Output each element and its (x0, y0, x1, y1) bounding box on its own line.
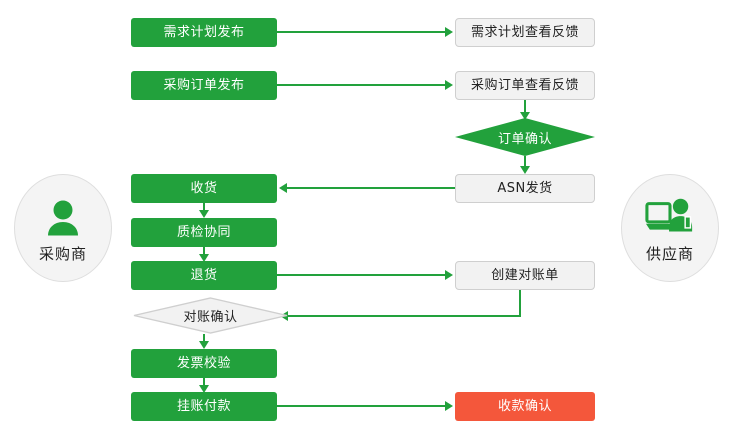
edge-arrow-down (199, 385, 209, 393)
edge-arrow-left (279, 183, 287, 193)
node-demand-plan-feedback[interactable]: 需求计划查看反馈 (455, 18, 595, 47)
edge-invoice-to-payable (203, 378, 205, 389)
node-label: 创建对账单 (491, 268, 559, 283)
edge-statement-confirm-to-invoice (203, 334, 205, 345)
edge-create-statement-to-statement-confirm (288, 315, 521, 317)
node-po-publish[interactable]: 采购订单发布 (131, 71, 277, 100)
node-label: 收款确认 (497, 399, 552, 414)
node-label: 挂账付款 (176, 399, 231, 414)
edge-demand-plan-publish-to-feedback (277, 31, 445, 33)
node-label: 对账确认 (183, 310, 238, 325)
node-statement-confirm[interactable]: 对账确认 (133, 297, 288, 334)
node-payable-payment[interactable]: 挂账付款 (131, 392, 277, 421)
node-label: 需求计划查看反馈 (470, 25, 579, 40)
actor-buyer: 采购商 (14, 174, 112, 282)
node-label: 收货 (190, 181, 218, 196)
node-po-feedback[interactable]: 采购订单查看反馈 (455, 71, 595, 100)
node-receipt-confirm[interactable]: 收款确认 (455, 392, 595, 421)
edge-payable-to-receipt-confirm (277, 405, 445, 407)
edge-arrow-right (445, 270, 453, 280)
node-label: 采购订单发布 (163, 78, 245, 93)
node-label: 需求计划发布 (163, 25, 245, 40)
edge-arrow-right (445, 80, 453, 90)
edge-return-to-create-statement (277, 274, 445, 276)
node-label: ASN发货 (497, 181, 553, 196)
actor-supplier-label: 供应商 (645, 244, 694, 263)
actor-buyer-label: 采购商 (38, 244, 87, 263)
node-label: 订单确认 (497, 131, 552, 147)
edge-po-feedback-to-order-confirm (524, 100, 526, 116)
node-invoice-verify[interactable]: 发票校验 (131, 349, 277, 378)
person-icon (38, 193, 88, 241)
edge-arrow-down (199, 341, 209, 349)
node-label: 采购订单查看反馈 (470, 78, 579, 93)
edge-arrow-right (445, 27, 453, 37)
edge-po-publish-to-feedback (277, 84, 445, 86)
node-quality-collab[interactable]: 质检协同 (131, 218, 277, 247)
node-create-statement[interactable]: 创建对账单 (455, 261, 595, 290)
edge-arrow-down (199, 254, 209, 262)
actor-supplier: 供应商 (621, 174, 719, 282)
edge-create-statement-down (519, 290, 521, 317)
node-receive-goods[interactable]: 收货 (131, 174, 277, 203)
node-return-goods[interactable]: 退货 (131, 261, 277, 290)
edge-quality-to-return (203, 247, 205, 258)
node-asn-shipment[interactable]: ASN发货 (455, 174, 595, 203)
edge-receive-to-quality (203, 203, 205, 214)
node-demand-plan-publish[interactable]: 需求计划发布 (131, 18, 277, 47)
edge-order-confirm-to-asn (524, 156, 526, 170)
node-label: 退货 (190, 268, 218, 283)
edge-arrow-down (199, 210, 209, 218)
node-order-confirm[interactable]: 订单确认 (455, 118, 595, 156)
person-at-computer-icon (645, 193, 695, 241)
edge-arrow-down (520, 166, 530, 174)
edge-arrow-right (445, 401, 453, 411)
edge-arrow-down (520, 112, 530, 120)
edge-asn-to-receive-goods (287, 187, 455, 189)
node-label: 质检协同 (176, 225, 231, 240)
node-label: 发票校验 (176, 356, 231, 371)
